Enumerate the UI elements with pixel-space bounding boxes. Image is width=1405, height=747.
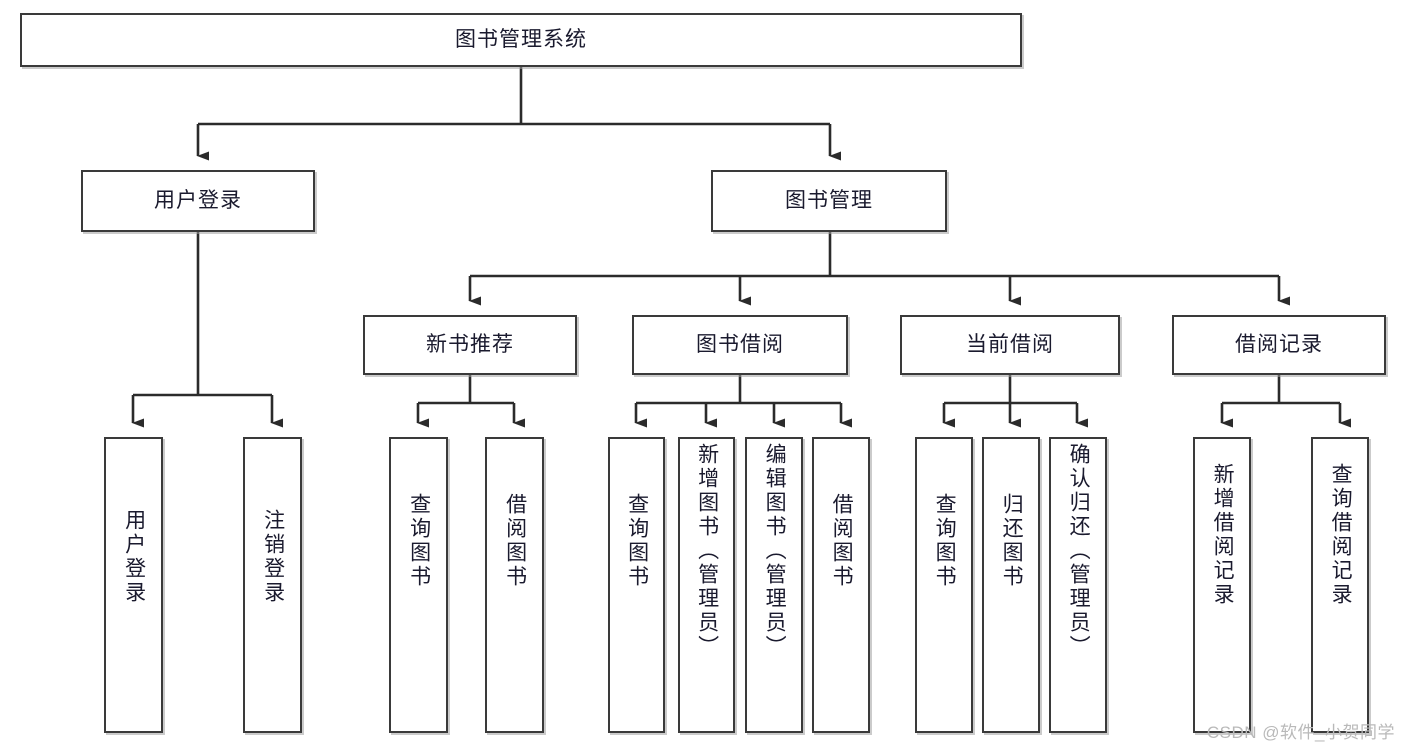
- node-label: 用户登录: [122, 509, 146, 605]
- node-user-login[interactable]: 用户登录: [81, 170, 315, 232]
- leaf-book-borrow-query[interactable]: 查询图书: [608, 437, 665, 733]
- node-label: 注销登录: [261, 509, 285, 605]
- node-label: 图书管理系统: [455, 28, 587, 52]
- leaf-new-book-borrow[interactable]: 借阅图书: [485, 437, 544, 733]
- node-label: 查询图书: [625, 493, 649, 589]
- node-label: 借阅图书: [503, 493, 527, 589]
- leaf-current-borrow-query[interactable]: 查询图书: [915, 437, 973, 733]
- node-label: 新书推荐: [426, 333, 514, 357]
- node-borrow-record[interactable]: 借阅记录: [1172, 315, 1386, 375]
- leaf-book-borrow-borrow[interactable]: 借阅图书: [812, 437, 870, 733]
- node-label: 查询借阅记录: [1329, 463, 1353, 607]
- node-book-borrow[interactable]: 图书借阅: [632, 315, 848, 375]
- node-label: 归还图书: [1000, 493, 1024, 589]
- leaf-book-borrow-edit[interactable]: 编辑图书（管理员）: [745, 437, 803, 733]
- node-book-management[interactable]: 图书管理: [711, 170, 947, 232]
- leaf-new-book-query[interactable]: 查询图书: [389, 437, 448, 733]
- node-label: 新增图书（管理员）: [695, 443, 719, 659]
- leaf-current-borrow-confirm[interactable]: 确认归还（管理员）: [1049, 437, 1107, 733]
- node-label: 当前借阅: [966, 333, 1054, 357]
- node-label: 查询图书: [933, 493, 957, 589]
- leaf-book-borrow-add[interactable]: 新增图书（管理员）: [678, 437, 735, 733]
- node-label: 图书管理: [785, 189, 873, 213]
- leaf-user-login-logout[interactable]: 注销登录: [243, 437, 302, 733]
- node-label: 借阅记录: [1235, 333, 1323, 357]
- node-label: 查询图书: [407, 493, 431, 589]
- csdn-watermark: CSDN @软件_小贺同学: [1206, 723, 1395, 742]
- node-label: 用户登录: [154, 189, 242, 213]
- leaf-user-login-login[interactable]: 用户登录: [104, 437, 163, 733]
- node-label: 借阅图书: [830, 493, 854, 589]
- node-label: 新增借阅记录: [1211, 463, 1235, 607]
- leaf-borrow-record-query[interactable]: 查询借阅记录: [1311, 437, 1369, 733]
- node-new-book-recommend[interactable]: 新书推荐: [363, 315, 577, 375]
- leaf-current-borrow-return[interactable]: 归还图书: [982, 437, 1040, 733]
- node-current-borrow[interactable]: 当前借阅: [900, 315, 1120, 375]
- node-root-system[interactable]: 图书管理系统: [20, 13, 1022, 67]
- node-label: 图书借阅: [696, 333, 784, 357]
- leaf-borrow-record-add[interactable]: 新增借阅记录: [1193, 437, 1251, 733]
- node-label: 确认归还（管理员）: [1067, 443, 1091, 659]
- node-label: 编辑图书（管理员）: [763, 443, 787, 659]
